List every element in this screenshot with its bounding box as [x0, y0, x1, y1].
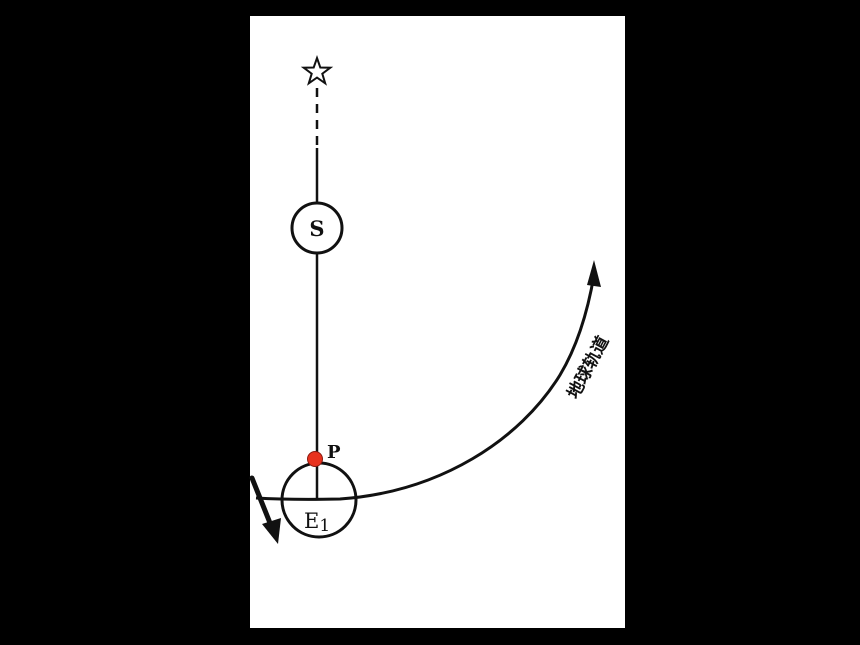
point-label: P: [327, 442, 341, 463]
earth-label: E1: [304, 509, 330, 536]
star-icon: [300, 54, 334, 86]
orbit-arrowhead: [587, 260, 601, 287]
motion-arrowhead: [262, 518, 281, 544]
observer-point-p: [307, 451, 323, 467]
earth-orbit-path: [255, 274, 596, 501]
diagram-panel: [250, 16, 625, 628]
motion-arrow-shaft: [249, 475, 275, 531]
sun-label: S: [309, 216, 324, 241]
